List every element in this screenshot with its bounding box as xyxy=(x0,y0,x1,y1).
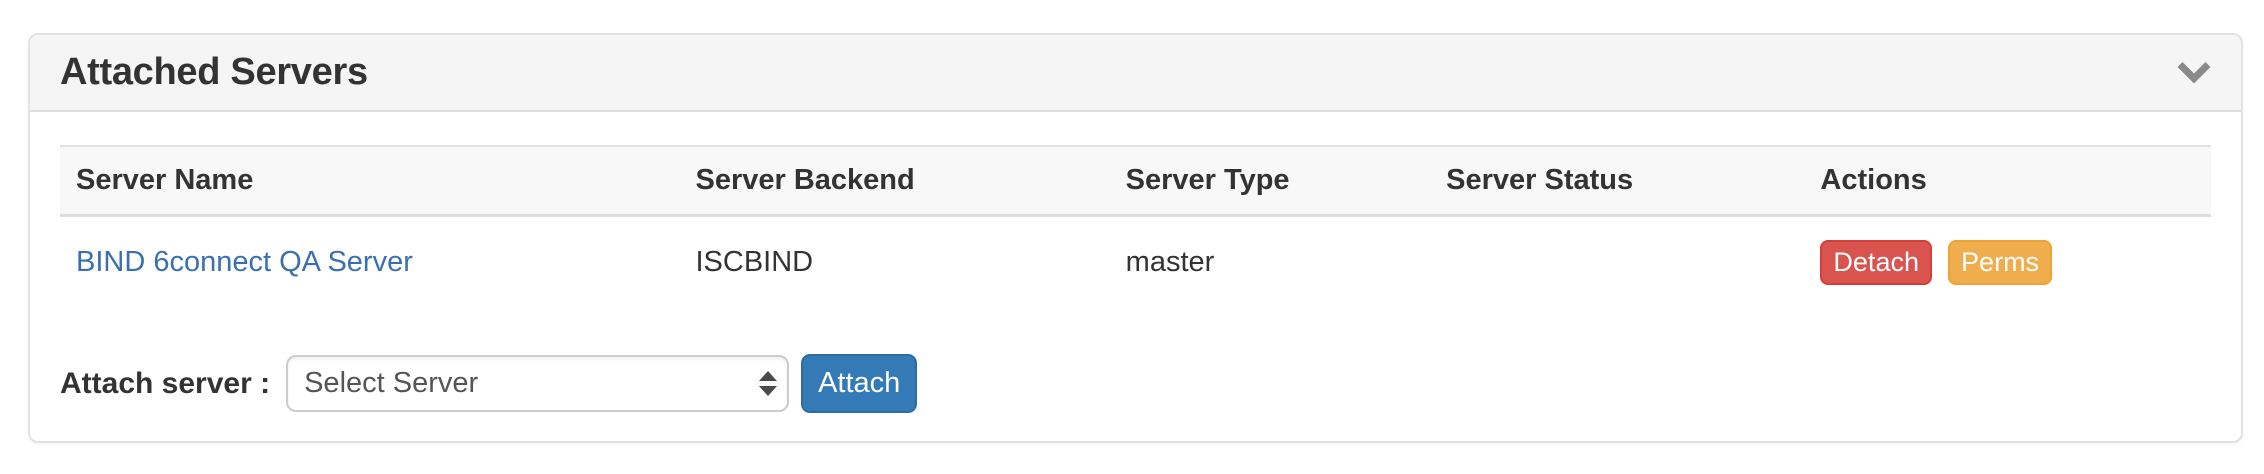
perms-button[interactable]: Perms xyxy=(1948,240,2053,286)
attached-servers-panel: Attached Servers Server Name Se xyxy=(28,33,2243,443)
panel-title: Attached Servers xyxy=(60,51,368,93)
attached-servers-table: Server Name Server Backend Server Type S… xyxy=(60,145,2211,308)
server-type-cell: master xyxy=(1125,246,1215,279)
column-header-server-backend: Server Backend xyxy=(679,145,1110,217)
column-header-server-status: Server Status xyxy=(1430,145,1805,217)
server-select-value: Select Server xyxy=(304,367,479,400)
panel-body: Server Name Server Backend Server Type S… xyxy=(30,112,2241,414)
select-spinner-arrows-icon xyxy=(759,371,778,397)
server-name-cell: BIND 6connect QA Server xyxy=(60,216,679,309)
server-name-link[interactable]: BIND 6connect QA Server xyxy=(76,246,413,279)
server-status-cell xyxy=(1430,216,1804,309)
column-header-actions: Actions xyxy=(1804,145,2211,217)
table-header-row: Server Name Server Backend Server Type S… xyxy=(60,145,2211,217)
detach-button[interactable]: Detach xyxy=(1820,240,1932,286)
server-backend-cell: ISCBIND xyxy=(695,246,814,279)
collapse-panel-button[interactable] xyxy=(2177,61,2211,84)
column-header-server-name: Server Name xyxy=(60,145,680,217)
chevron-down-icon xyxy=(2177,61,2211,84)
server-actions-cell: Detach Perms xyxy=(1804,216,2211,309)
column-header-server-type: Server Type xyxy=(1109,145,1431,217)
attach-button[interactable]: Attach xyxy=(801,354,918,414)
attach-server-form: Attach server : Select Server Attach xyxy=(60,354,2211,414)
server-select[interactable]: Select Server xyxy=(286,355,790,413)
panel-heading: Attached Servers xyxy=(30,35,2241,112)
attach-server-label: Attach server : xyxy=(60,366,271,400)
table-row: BIND 6connect QA Server ISCBIND master D… xyxy=(60,216,2211,309)
